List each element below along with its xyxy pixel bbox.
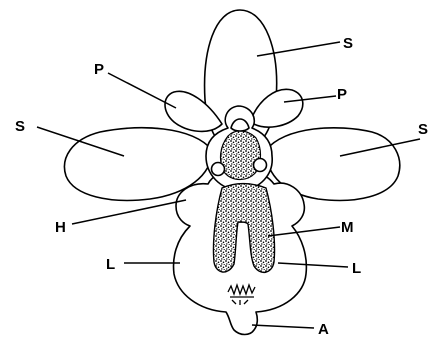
pollinium-right	[254, 159, 267, 172]
label-sepal-top: S	[343, 35, 353, 52]
leader-appendage	[252, 325, 314, 328]
label-horn: H	[55, 219, 66, 236]
label-sepal-right: S	[418, 121, 428, 138]
label-lobe-right: L	[352, 260, 361, 277]
leader-horn	[72, 200, 186, 224]
anther	[221, 131, 261, 180]
label-petal-left: P	[94, 61, 104, 78]
anther-cap	[231, 119, 249, 131]
label-sepal-left: S	[15, 118, 25, 135]
label-appendage: A	[318, 321, 329, 338]
label-mirror: M	[341, 219, 354, 236]
leader-petal-left	[108, 73, 176, 108]
label-lobe-left: L	[106, 256, 115, 273]
pollinium-left	[212, 163, 225, 176]
label-petal-right: P	[337, 86, 347, 103]
